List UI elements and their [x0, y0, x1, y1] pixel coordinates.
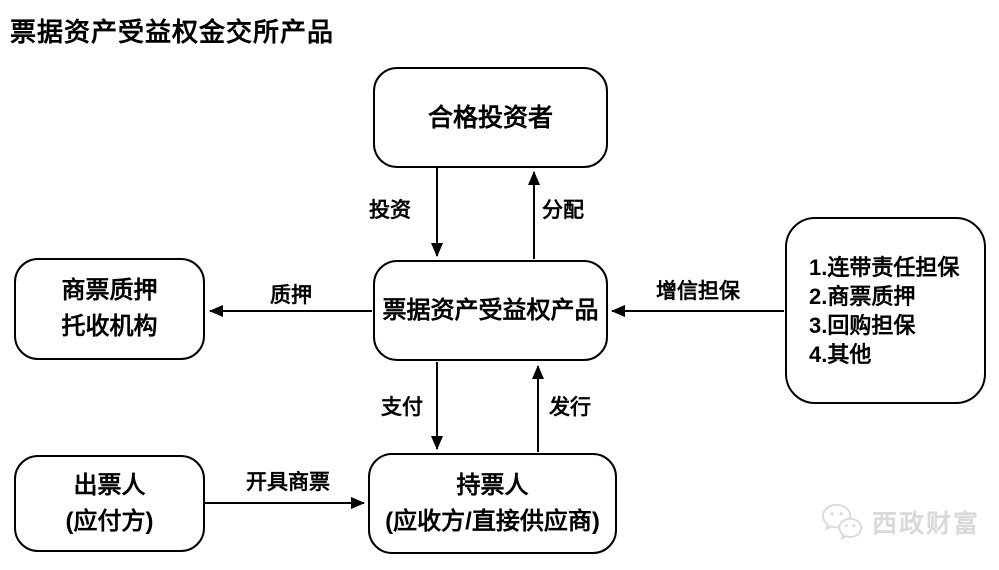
node-label-line: 3.回购担保	[809, 312, 916, 338]
node-label-line: 出票人	[73, 471, 146, 499]
watermark: 西政财富	[820, 502, 980, 542]
node-qualified-investor: 合格投资者	[373, 67, 608, 168]
node-drawer: 出票人 (应付方)	[14, 455, 205, 552]
node-product: 票据资产受益权产品	[373, 260, 608, 361]
node-label-line: 持票人	[456, 471, 529, 499]
edge-label-credit-enhancement: 增信担保	[654, 275, 742, 305]
node-holder: 持票人 (应收方/直接供应商)	[368, 453, 617, 554]
node-label-line: 商票质押	[61, 277, 158, 304]
node-label-line: 托收机构	[61, 313, 158, 340]
node-label-line: (应付方)	[65, 507, 154, 535]
edge-label-invest: 投资	[367, 194, 413, 224]
node-pledge-agency: 商票质押 托收机构	[14, 258, 205, 360]
node-label: 票据资产受益权产品	[382, 296, 599, 324]
node-label: 合格投资者	[427, 103, 553, 132]
watermark-text: 西政财富	[872, 510, 981, 538]
page-title: 票据资产受益权金交所产品	[10, 17, 335, 47]
edge-label-pledge: 质押	[268, 279, 314, 309]
edge-label-pay: 支付	[379, 391, 425, 421]
wechat-icon	[821, 503, 863, 540]
edge-label-distribute: 分配	[540, 194, 586, 224]
edge-label-issue-bill: 开具商票	[244, 466, 332, 496]
node-label-line: 1.连带责任担保	[809, 254, 960, 280]
node-label-line: 4.其他	[809, 341, 872, 367]
node-guarantees: 1.连带责任担保 2.商票质押 3.回购担保 4.其他	[785, 217, 986, 404]
node-label-line: (应收方/直接供应商)	[385, 507, 600, 535]
node-label-line: 2.商票质押	[809, 283, 916, 309]
edge-label-issue: 发行	[547, 391, 593, 421]
